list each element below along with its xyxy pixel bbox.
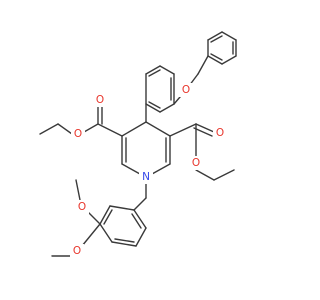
chemical-structure-diagram: O O O O O N O O: [39, 31, 237, 258]
benzyl-phenyl-ring: [207, 31, 237, 65]
atom-o-methoxy-bottom: O: [73, 245, 81, 257]
atom-o-ester-left-carbonyl: O: [96, 94, 104, 106]
atom-o-ether: O: [182, 84, 190, 96]
atom-o-methoxy-top: O: [78, 201, 86, 213]
right-ethyl-ester: [169, 123, 235, 181]
atom-o-ester-right-single: O: [192, 157, 200, 169]
atom-n-ring: N: [142, 171, 150, 183]
n-benzyl-linker: [133, 179, 147, 211]
atom-o-ester-right-carbonyl: O: [216, 127, 224, 139]
dimethoxy-phenyl-ring: [99, 205, 147, 247]
atom-o-ester-left-single: O: [74, 128, 82, 140]
ch2-bond: [197, 55, 209, 75]
molecule-canvas: O O O O O N O O: [39, 31, 237, 258]
aryl-phenyl-ring: [145, 65, 175, 113]
atom-labels: O O O O O N O O: [70, 83, 227, 258]
left-ethyl-ester: [39, 105, 123, 137]
dihydropyridine-ring: [121, 121, 171, 175]
